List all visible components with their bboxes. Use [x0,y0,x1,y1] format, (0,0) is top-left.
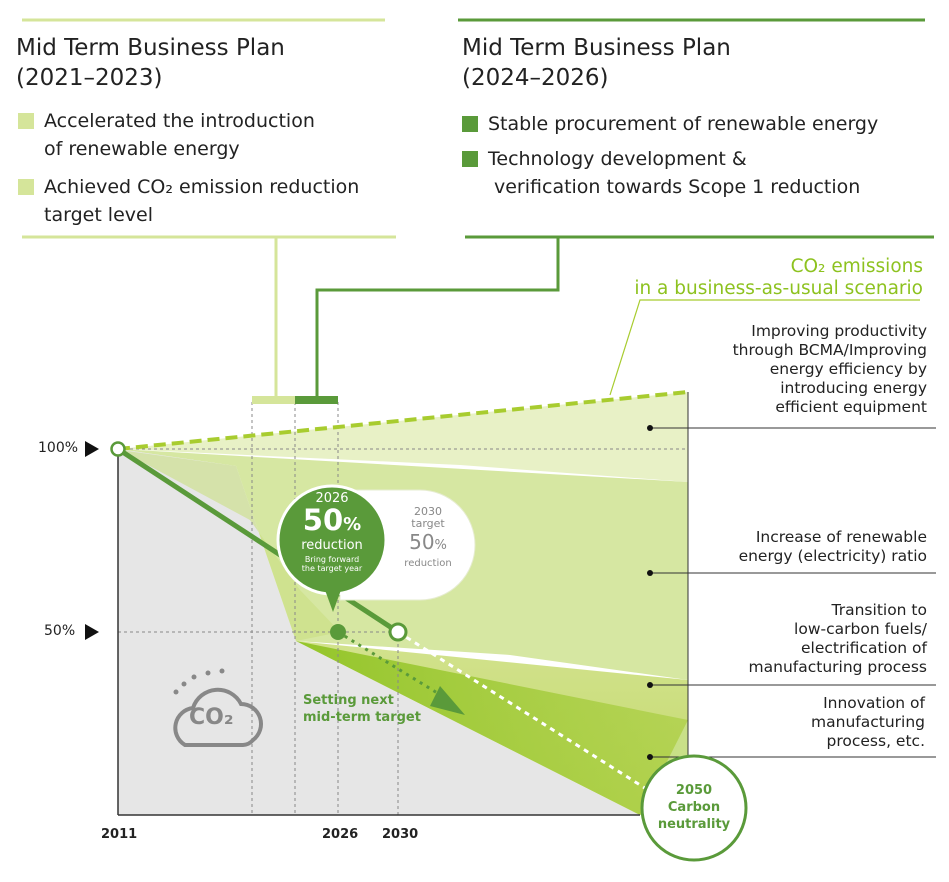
plan1-bullet2-line1: Achieved CO₂ emission reduction [44,176,360,198]
bubble-2026-year: 2026 [315,491,349,506]
plan1-bullet2-square [18,179,34,195]
neutrality-text: 2050 Carbon neutrality [644,782,744,833]
renewable-wedge [120,450,340,641]
measure-innovation-line: manufacturing [811,713,925,731]
y50-arrow [85,624,99,640]
measure-productivity-line: efficient equipment [775,398,927,416]
bubble-2030-reduction: reduction [404,558,452,569]
plan1-bullet1: Accelerated the introduction of renewabl… [44,107,315,163]
next-target-line1: Setting next [303,693,394,708]
plan1-period-bar [252,396,295,404]
bubble-2026-text: 2026 50% reduction Bring forward the tar… [278,491,386,574]
bau-label-line2: in a business-as-usual scenario [634,278,923,299]
neutrality-circle [640,754,748,862]
neutrality-line2: neutrality [657,817,731,832]
marker-2026 [330,624,346,640]
plan1-title: Mid Term Business Plan (2021–2023) [16,33,285,93]
measure-innovation-line: process, etc. [826,732,925,750]
measure-innovation: Innovation of manufacturing process, etc… [811,694,925,751]
measure-dots [647,425,653,760]
marker-2011 [110,441,126,457]
bubble-2030-percent: % [434,538,447,553]
bubble-2026-value: 50% [278,506,386,539]
plan2-bullet2-line2: verification towards Scope 1 reduction [494,176,861,198]
plan1-bullet1-line2: of renewable energy [44,138,240,160]
measure-innovation-line: Innovation of [823,694,925,712]
measure-renewable: Increase of renewable energy (electricit… [739,528,927,566]
bau-line [117,390,689,451]
measure-lowcarbon-line: Transition to [831,601,927,619]
y100-arrow [85,441,99,457]
y-label-100: 100% [38,440,79,456]
measure-renewable-line: energy (electricity) ratio [738,547,927,565]
measure-productivity-line: through BCMA/Improving [732,341,927,359]
co2-dots [173,668,225,695]
bau-label-line1: CO₂ emissions [790,256,923,277]
innovation-band [296,641,688,815]
plan1-bullet2-line2: target level [44,204,153,226]
grey-emissions-area [118,449,640,815]
x-label-2030: 2030 [382,827,419,842]
plan2-period-bar [295,396,338,404]
y-label-50: 50% [44,623,76,639]
bubble-2026-reduction: reduction [301,538,363,553]
plan2-bullet2: Technology development & verification to… [488,145,860,201]
neutrality-line1: Carbon [667,800,721,815]
plan2-connector [315,237,560,398]
co2-icon-label: CO₂ [189,705,234,730]
next-target-dotted [337,630,453,704]
bubble-2030-value: 50% [398,530,458,558]
productivity-band [118,392,688,482]
plan1-bullet1-line1: Accelerated the introduction [44,110,315,132]
x-label-2026: 2026 [322,827,359,842]
plan1-title-line1: Mid Term Business Plan [16,35,285,61]
bubble-2026-pointer [325,590,341,612]
measure-productivity-line: energy efficiency by [769,360,927,378]
next-target-line2: mid-term target [303,710,421,725]
bau-label: CO₂ emissions in a business-as-usual sce… [634,256,923,300]
bubble-2030-text: 2030 target 50% reduction [398,505,458,570]
plan2-title-line1: Mid Term Business Plan [462,35,731,61]
measure-lowcarbon-line: manufacturing process [748,658,927,676]
plan2-bullet2-line1: Technology development & [488,148,747,170]
bubble-2030-target: target [411,517,445,530]
measure-productivity: Improving productivity through BCMA/Impr… [733,322,927,417]
co2-cloud-icon [173,687,263,747]
measure-productivity-line: Improving productivity [751,322,927,340]
bubble-2026-number: 50 [302,503,344,537]
plan2-bullet1: Stable procurement of renewable energy [488,110,878,138]
neutrality-year: 2050 [675,783,713,798]
next-target-arrow [430,686,465,715]
measure-productivity-line: introducing energy [780,379,927,397]
measure-lowcarbon: Transition to low-carbon fuels/ electrif… [749,601,927,677]
plan2-title-line2: (2024–2026) [462,65,609,91]
x-label-2011: 2011 [101,827,138,842]
actual-reduction-line [116,446,400,635]
bubble-2030-number: 50 [409,530,435,554]
plan2-bullet1-line1: Stable procurement of renewable energy [488,113,879,135]
grid-lines [118,402,688,815]
measure-lowcarbon-line: low-carbon fuels/ [794,620,927,638]
next-target-label: Setting next mid-term target [303,692,421,726]
bubble-2030-year: 2030 [414,505,442,518]
marker-2030 [388,622,408,642]
bubble-2026-note1: Bring forward [304,555,360,564]
plan1-bullet2: Achieved CO₂ emission reduction target l… [44,173,359,229]
plan1-bullet1-square [18,113,34,129]
plan1-title-line2: (2021–2023) [16,65,163,91]
plan2-title: Mid Term Business Plan (2024–2026) [462,33,731,93]
plan2-bullet1-square [462,116,478,132]
measure-lowcarbon-line: electrification of [801,639,927,657]
measure-renewable-line: Increase of renewable [755,528,927,546]
plan2-bullet2-square [462,151,478,167]
bubble-2026-percent: % [343,514,362,535]
bau-callout [609,299,920,396]
bubble-2026-note2: the target year [301,564,363,573]
